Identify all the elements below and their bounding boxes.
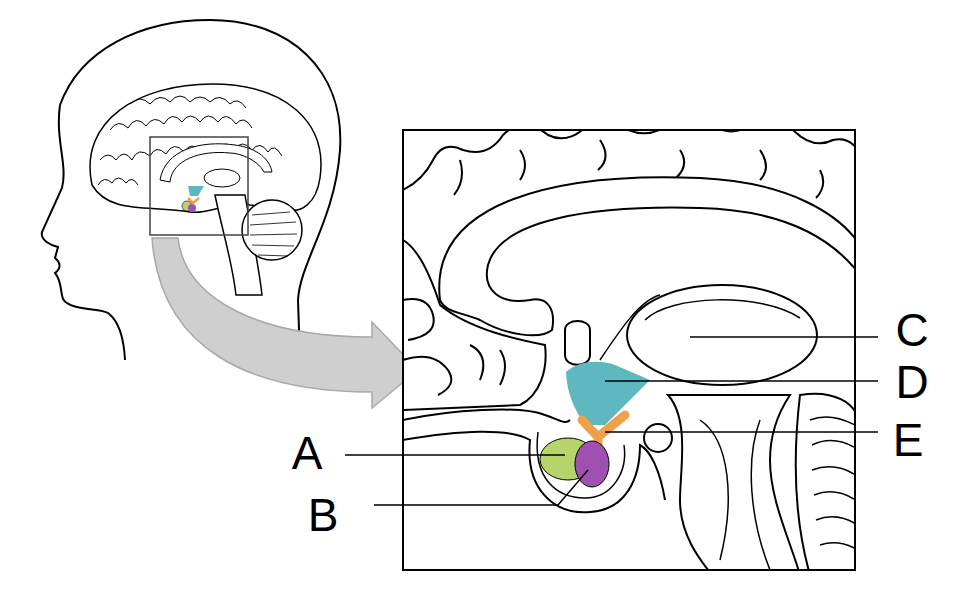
brainstem: [668, 395, 800, 569]
frontal-lobe: [404, 240, 546, 410]
part-letter: A: [292, 430, 323, 476]
pituitary-posterior-small: [188, 204, 196, 212]
sagittal-section: [404, 131, 854, 569]
cerebellum-folia: [250, 212, 297, 256]
infundibulum-small: [188, 198, 199, 203]
leader-line: [605, 380, 878, 382]
hypothalamus-small: [188, 186, 204, 196]
skull-base: [404, 432, 665, 513]
cerebellum-small: [242, 200, 302, 260]
zoom-arrow: [152, 238, 418, 408]
hypothalamus: [566, 362, 650, 425]
fornix: [600, 295, 660, 360]
pons-line: [700, 420, 770, 569]
infundibulum: [582, 415, 625, 445]
leader-lines: [345, 337, 878, 505]
gyrus: [130, 96, 246, 108]
gyrus: [110, 116, 252, 130]
leader-line: [345, 454, 565, 456]
part-letter: D: [895, 359, 928, 405]
anterior-commissure: [565, 321, 590, 365]
gyrus: [404, 299, 505, 395]
small-brain: [90, 84, 321, 295]
folium: [250, 212, 297, 256]
cerebellum-folia: [810, 417, 854, 549]
part-letter: E: [893, 417, 924, 463]
zoom-box-small: [150, 137, 248, 235]
thalamus: [627, 285, 817, 385]
folium: [810, 417, 854, 549]
thalamus-inner: [645, 300, 800, 320]
cerebrum: [90, 84, 321, 212]
leader-line: [374, 470, 588, 505]
gyri: [98, 96, 282, 185]
leader-line: [690, 336, 878, 338]
thalamus-small: [204, 169, 240, 187]
base-of-brain: [404, 410, 570, 423]
gyrus: [98, 178, 138, 185]
part-letter: B: [308, 492, 339, 538]
part-letter: C: [895, 307, 928, 353]
mammillary-body: [644, 424, 672, 452]
leader-line: [605, 431, 878, 433]
sella-turcica: [537, 432, 624, 498]
frontal-gyri: [404, 299, 505, 395]
cerebellum: [796, 394, 854, 569]
